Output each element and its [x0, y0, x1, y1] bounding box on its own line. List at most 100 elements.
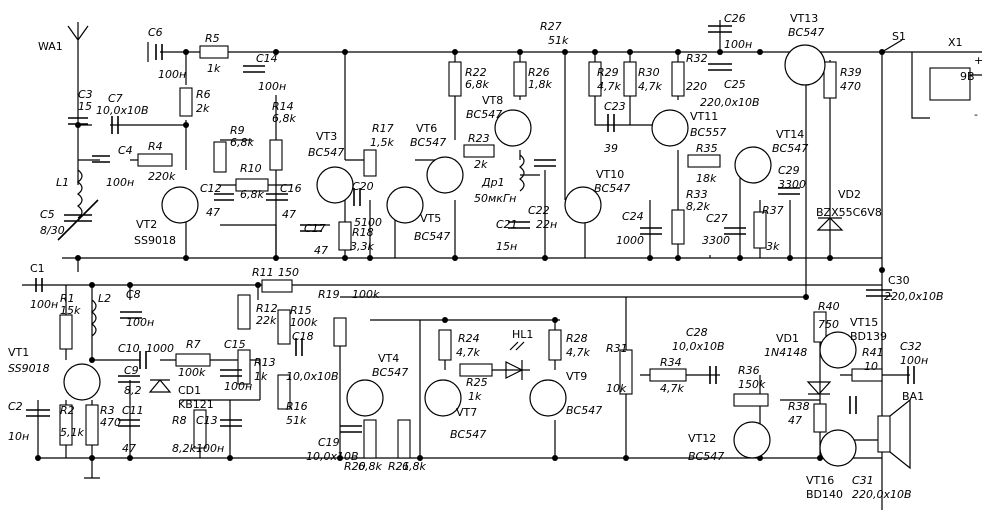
label-vt11: VT11	[690, 110, 718, 123]
label-r7: R7	[186, 338, 201, 351]
resistor-r14	[269, 139, 283, 171]
label-c31: C31	[852, 474, 874, 487]
wires	[22, 20, 982, 510]
transistor-vt10	[564, 186, 602, 224]
label-r28: R28	[566, 332, 588, 345]
resistor-r17	[363, 149, 377, 177]
label-r11: R11	[252, 266, 274, 279]
label-r22-value: 6,8k	[465, 78, 489, 91]
capacitor-c22	[534, 159, 556, 167]
label-r10-value: 6,8k	[240, 188, 264, 201]
label-vt9: VT9	[566, 370, 587, 383]
label-r40: R40	[818, 300, 840, 313]
label-c8-value: 100н	[126, 316, 154, 329]
label-r30-value: 4,7k	[638, 80, 662, 93]
label-c11: C11	[122, 404, 144, 417]
label-r6-value: 2k	[196, 102, 210, 115]
transistor-vt3	[316, 166, 354, 204]
label-vd1: VD1	[776, 332, 799, 345]
resistor-r31	[619, 349, 633, 395]
capacitor-c10	[139, 351, 147, 369]
resistor-r39	[823, 61, 837, 99]
label-c3: C3	[78, 88, 93, 101]
label-r4: R4	[148, 140, 163, 153]
resistor-r35	[687, 154, 721, 168]
label-c3-value: 15	[78, 100, 92, 113]
label-vt1-value: SS9018	[8, 362, 50, 375]
capacitor-c2	[26, 409, 50, 417]
label-r27-value: 51k	[548, 34, 569, 47]
label-vt12-value: BC547	[688, 450, 724, 463]
label-r37: R37	[762, 204, 784, 217]
label-c28-value: 10,0x10В	[672, 340, 725, 353]
label-r41-value: 10	[864, 360, 878, 373]
resistor-r1	[59, 314, 73, 350]
label-c32-value: 100н	[900, 354, 928, 367]
label-r17: R17	[372, 122, 394, 135]
label-s1: S1	[892, 30, 906, 43]
label-r25: R25	[466, 376, 488, 389]
capacitor-c23	[607, 114, 615, 132]
resistor-r34	[649, 368, 687, 382]
label-c12: C12	[200, 182, 222, 195]
label-l1: L1	[56, 176, 69, 189]
capacitor-c9	[118, 375, 140, 383]
label-vt3: VT3	[316, 130, 337, 143]
inductor-dr1	[519, 154, 525, 192]
label-c10: C10	[118, 342, 140, 355]
label-c21: C21	[496, 218, 518, 231]
label-c32: C32	[900, 340, 922, 353]
capacitor-c29	[778, 187, 800, 195]
label-c26-value: 100н	[724, 38, 752, 51]
label-c19: C19	[318, 436, 340, 449]
resistor-r22	[448, 61, 462, 97]
label-vt15-value: BD139	[850, 330, 887, 343]
label-c17-value: 47	[314, 244, 328, 257]
label-vt2-value: SS9018	[134, 234, 176, 247]
label-vt16-value: BD140	[806, 488, 843, 501]
label-x1: X1	[948, 36, 963, 49]
resistor-r9	[213, 141, 227, 173]
label-r25-value: 1k	[468, 390, 482, 403]
label-r39: R39	[840, 66, 862, 79]
label-c16-value: 47	[282, 208, 296, 221]
label-r34: R34	[660, 356, 682, 369]
resistor-r24	[438, 329, 452, 361]
label-vt16: VT16	[806, 474, 834, 487]
transistor-vt12	[733, 421, 771, 459]
transistor-vt11	[651, 109, 689, 147]
label-cd1-value: KB121	[178, 398, 214, 411]
resistor-r10	[235, 178, 269, 192]
label-r26: R26	[528, 66, 550, 79]
capacitor-c6	[155, 44, 163, 60]
label-c26: C26	[724, 12, 746, 25]
switch-s1	[881, 39, 903, 53]
resistor-r21	[397, 419, 411, 459]
varicap-cd1	[148, 379, 172, 393]
label-r14: R14	[272, 100, 294, 113]
transistor-vt2	[161, 186, 199, 224]
label-r8: R8	[172, 414, 187, 427]
label-vt13: VT13	[790, 12, 818, 25]
label-c1: C1	[30, 262, 45, 275]
capacitor-c20	[353, 188, 361, 206]
transistor-vt5	[386, 186, 424, 224]
transistor-vt9	[529, 379, 567, 417]
label-wa1: WA1	[38, 40, 63, 53]
capacitor-c13	[220, 419, 242, 427]
label-c8: C8	[126, 288, 141, 301]
resistor-r41	[851, 368, 883, 382]
label-c22: C22	[528, 204, 550, 217]
capacitor-c28	[709, 366, 717, 384]
resistor-r26	[513, 61, 527, 97]
label-c15: C15	[224, 338, 246, 351]
label-dr1: Др1	[481, 176, 505, 189]
label-r1-value: 15k	[60, 304, 81, 317]
label-c22-value: 22н	[536, 218, 557, 231]
capacitor-c7	[111, 116, 119, 134]
transistor-vt13	[784, 44, 826, 86]
label-r18: R18	[352, 226, 374, 239]
capacitor-c27	[724, 227, 746, 235]
led-arrows	[509, 341, 525, 351]
capacitor-c11	[118, 419, 140, 427]
